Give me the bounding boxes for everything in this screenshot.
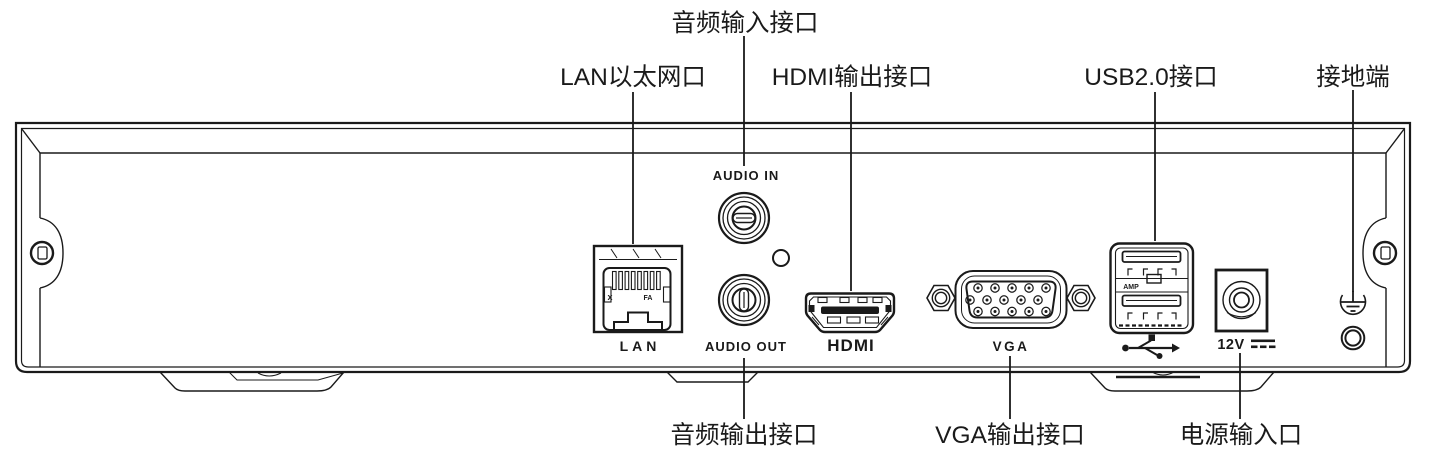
hdmi-top-tabs xyxy=(817,296,883,304)
lan-clip-notch xyxy=(613,311,663,331)
dc-symbol-icon xyxy=(1251,339,1276,349)
ground-terminal xyxy=(1339,291,1367,351)
hdmi-logo: HDMI xyxy=(827,336,874,355)
chassis xyxy=(14,121,1412,392)
foot-right-notch xyxy=(1151,371,1175,376)
usb-trident-icon xyxy=(1122,334,1180,359)
panel-bump-right xyxy=(1362,217,1387,289)
hdmi-side-block-right xyxy=(885,305,892,312)
vga-inner-shell xyxy=(961,275,1061,324)
ground-symbol-icon xyxy=(1339,291,1367,316)
hdmi-lower-contacts xyxy=(826,316,880,324)
chassis-inner-edge xyxy=(20,127,1406,368)
chassis-outer-edge xyxy=(14,121,1412,374)
foot-right xyxy=(1089,371,1275,392)
panel-recess-outline xyxy=(39,152,1387,367)
ground-screw-ring xyxy=(1340,325,1366,351)
hdmi-slot xyxy=(821,306,879,314)
callout-power: 电源输入口 xyxy=(1180,421,1303,449)
screw-hole-right xyxy=(1372,240,1398,266)
vga-port: VGA xyxy=(926,270,1096,354)
lan-port-label: LAN xyxy=(620,338,661,354)
hdmi-outer-shell xyxy=(804,292,896,334)
power-barrel-key xyxy=(1226,312,1257,318)
audio-out-label: AUDIO OUT xyxy=(705,339,787,354)
lan-mark-x: x xyxy=(607,292,612,302)
audio-small-hole xyxy=(772,249,790,267)
usb-ports: AMP xyxy=(1109,242,1195,359)
vga-hex-post-left xyxy=(926,284,956,312)
chassis-bevel-left xyxy=(20,128,41,154)
usb-port-bottom xyxy=(1119,294,1184,327)
power-barrel-mid xyxy=(1228,287,1255,313)
lan-latch-left xyxy=(603,286,612,303)
callout-usb: USB2.0接口 xyxy=(1084,63,1217,91)
power-barrel-pin xyxy=(1233,291,1250,309)
vga-pins xyxy=(965,283,1051,317)
audio-in-label: AUDIO IN xyxy=(713,168,780,183)
foot-left-notch xyxy=(257,372,282,377)
power-frame xyxy=(1214,268,1269,333)
chassis-bevel-right xyxy=(1385,128,1406,154)
lan-port: x FA LAN xyxy=(592,244,684,354)
vga-port-label: VGA xyxy=(993,339,1030,354)
usb-port-top xyxy=(1121,250,1182,276)
power-input: 12V xyxy=(1214,268,1276,353)
panel-bump-left xyxy=(39,217,64,289)
callout-audio-out: 音频输出接口 xyxy=(671,421,818,449)
power-barrel-outer xyxy=(1222,280,1261,320)
usb-inner-frame xyxy=(1114,247,1189,330)
vga-d-shell xyxy=(965,280,1057,319)
audio-jacks: AUDIO IN AUDIO OUT xyxy=(705,168,790,354)
hdmi-port: HDMI xyxy=(804,292,896,355)
usb-outer-frame xyxy=(1109,242,1195,335)
hdmi-chamfer-hatch xyxy=(811,316,889,326)
foot-left-step xyxy=(228,371,344,381)
vga-hex-post-right xyxy=(1066,284,1096,312)
power-voltage-label: 12V xyxy=(1217,337,1244,353)
callout-lan: LAN以太网口 xyxy=(560,63,706,91)
foot-left xyxy=(159,371,345,392)
vga-outer-shell xyxy=(954,270,1068,329)
audio-in-jack xyxy=(717,191,771,245)
hdmi-inner-shell xyxy=(808,296,892,329)
callout-hdmi: HDMI输出接口 xyxy=(772,63,933,91)
callout-ground: 接地端 xyxy=(1316,63,1390,91)
audio-out-jack xyxy=(717,273,771,327)
lan-mark-fa: FA xyxy=(644,295,653,302)
hdmi-side-block-left xyxy=(808,305,815,312)
usb-amp-mark: AMP xyxy=(1123,284,1139,291)
screw-hole-left xyxy=(29,240,55,266)
foot-middle xyxy=(666,371,759,383)
lan-outer-frame xyxy=(592,244,684,334)
lan-strip-ticks xyxy=(610,248,662,259)
callout-vga: VGA输出接口 xyxy=(935,421,1085,449)
lan-latch-right xyxy=(662,286,671,303)
usb-mid-band: AMP xyxy=(1116,273,1188,293)
callout-leader-lines xyxy=(632,36,1354,419)
callout-audio-in: 音频输入接口 xyxy=(672,9,819,37)
lan-pins xyxy=(611,270,661,291)
callout-labels: 音频输入接口 LAN以太网口 HDMI输出接口 USB2.0接口 接地端 音频输… xyxy=(560,9,1390,449)
